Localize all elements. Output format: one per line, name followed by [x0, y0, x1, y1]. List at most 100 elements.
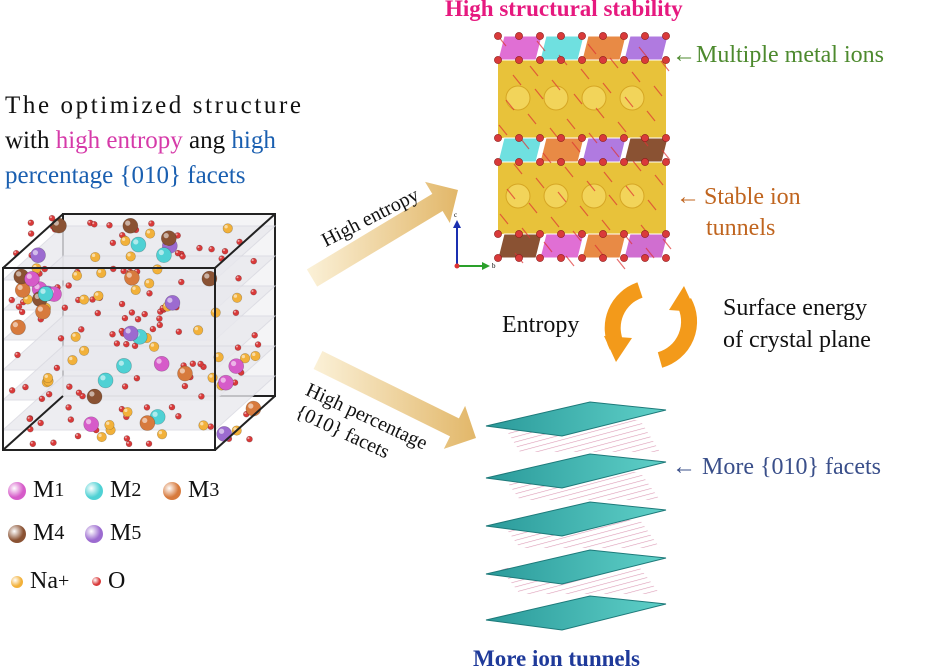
metal-polyhedron: [497, 35, 543, 61]
oxygen-atom: [37, 419, 44, 427]
atom-highlight: [235, 345, 239, 348]
atom-highlight: [76, 297, 79, 300]
oxygen-atom: [14, 351, 21, 359]
atom-highlight: [126, 272, 132, 278]
facet-sheet: [485, 595, 667, 631]
sodium-atom: [120, 235, 131, 247]
oxygen-atom: [536, 56, 544, 64]
bond-line: [528, 202, 538, 214]
oxygen-atom: [557, 254, 565, 262]
atom-highlight: [167, 297, 173, 303]
oxygen-atom: [77, 326, 85, 333]
bond-line: [609, 57, 619, 69]
atom-highlight: [255, 342, 259, 345]
atom-highlight: [69, 356, 73, 361]
atom-highlight: [190, 361, 193, 364]
oxygen-atom: [599, 56, 607, 64]
axis-b-head: [482, 262, 490, 270]
sodium-atom: [144, 228, 156, 239]
oxygen-atom: [641, 158, 649, 166]
atom-highlight: [91, 253, 96, 258]
bond-line: [571, 141, 581, 153]
facet-sheet: [485, 401, 667, 437]
atom-highlight: [9, 297, 12, 301]
oxygen-atom: [662, 134, 670, 142]
bond-line: [660, 60, 670, 72]
bond-line: [594, 244, 604, 256]
bond-line: [573, 93, 583, 105]
atom-highlight: [27, 416, 30, 419]
bond-line: [529, 65, 539, 77]
axis-label-b: b: [492, 262, 496, 270]
oxygen-atom: [121, 383, 129, 390]
oxygen-atom: [620, 230, 628, 238]
oxygen-atom: [50, 439, 57, 447]
oxygen-atom: [145, 440, 153, 448]
atom-highlight: [135, 317, 139, 320]
bond-line: [542, 152, 552, 164]
oxygen-atom: [94, 309, 102, 317]
oxygen-atom: [38, 395, 46, 403]
oxygen-atom: [557, 230, 565, 238]
atom-highlight: [146, 441, 149, 444]
sodium-atom: [96, 267, 107, 279]
atom-highlight: [80, 296, 85, 300]
oxygen-atom: [599, 32, 607, 40]
legend-dot: [8, 524, 26, 543]
oxygen-atom: [27, 230, 35, 237]
oxygen-atom: [662, 230, 670, 238]
cube-edge: [2, 395, 64, 451]
bond-line: [521, 227, 531, 239]
atom-highlight: [182, 383, 185, 387]
sodium-atom: [222, 223, 233, 234]
atom-highlight: [197, 245, 200, 249]
metal-atom: [130, 236, 147, 253]
sodium-atom: [42, 372, 54, 384]
atom-highlight: [97, 269, 102, 273]
bond-line: [543, 241, 553, 253]
metal-atom: [177, 365, 193, 382]
atom-highlight: [75, 433, 79, 437]
cycle-arrow-left-head: [604, 336, 632, 362]
atom-highlight: [110, 240, 113, 243]
oxygen-atom: [61, 304, 69, 312]
oxygen-atom: [141, 310, 148, 318]
atom-highlight: [156, 358, 162, 364]
oxygen-atom: [536, 32, 544, 40]
tunnel-channel: [543, 183, 569, 209]
oxygen-atom: [128, 309, 136, 316]
bond-line: [566, 118, 576, 130]
oxygen-atom: [515, 158, 523, 166]
atom-highlight: [28, 220, 31, 223]
atom-highlight: [236, 276, 239, 279]
oxygen-atom: [641, 254, 649, 262]
sodium-atom: [90, 251, 101, 263]
metal-polyhedron: [539, 233, 585, 259]
oxygen-atom: [175, 412, 182, 420]
oxygen-atom: [641, 230, 649, 238]
oxygen-atom: [22, 383, 29, 391]
bond-line: [550, 216, 560, 228]
oxygen-atom: [143, 404, 151, 411]
bond-line: [513, 163, 523, 175]
metal-atom: [228, 358, 245, 374]
metal-atom: [153, 355, 170, 372]
atom-highlight: [200, 422, 204, 426]
sodium-atom: [125, 251, 136, 262]
metal-polyhedron: [497, 137, 543, 163]
atom-highlight: [106, 421, 110, 425]
annotation-more-010-facets: ←More {010} facets: [672, 454, 881, 480]
atom-highlight: [20, 309, 23, 312]
sodium-atom: [70, 331, 81, 342]
bond-line: [557, 191, 567, 203]
bond-line: [595, 107, 605, 119]
oxygen-atom: [109, 239, 117, 247]
oxygen-atom: [74, 432, 82, 440]
oxygen-atom: [515, 254, 523, 262]
bond-line: [603, 171, 613, 183]
atom-highlight: [124, 342, 127, 345]
oxygen-atom: [494, 56, 502, 64]
